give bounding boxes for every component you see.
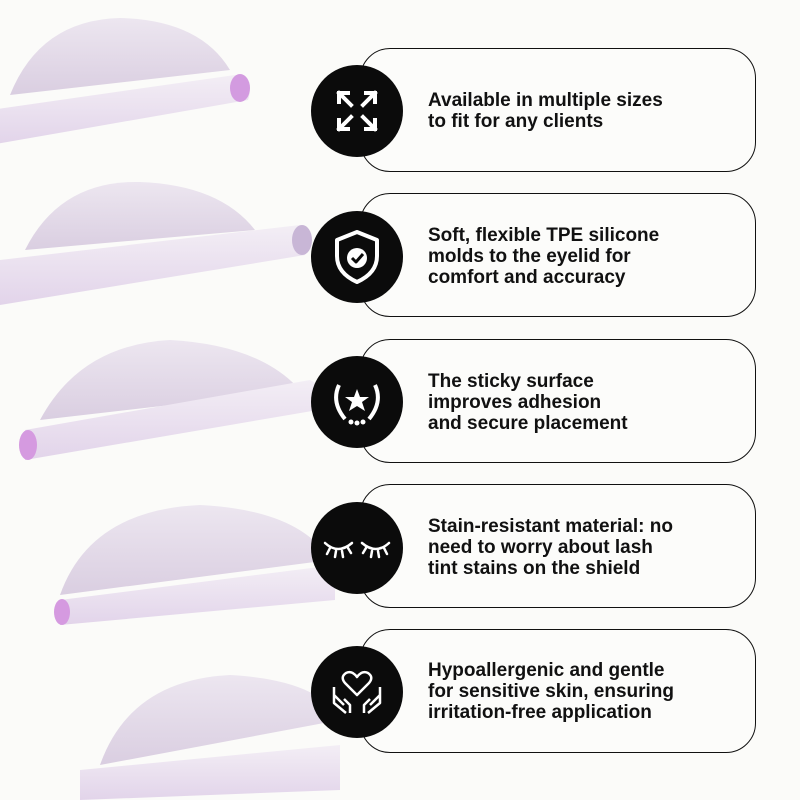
feature-line: and secure placement (428, 413, 628, 434)
expand-arrows-icon (311, 65, 403, 157)
feature-text-flexible: Soft, flexible TPE silicone molds to the… (428, 225, 748, 288)
feature-card-flexible (360, 193, 756, 317)
feature-text-sticky: The sticky surface improves adhesion and… (428, 371, 748, 434)
feature-text-hypoallergenic: Hypoallergenic and gentle for sensitive … (428, 660, 748, 723)
feature-line: The sticky surface (428, 371, 594, 392)
feature-line: need to worry about lash (428, 537, 653, 558)
shield-check-icon (311, 211, 403, 303)
lash-pad-4 (54, 505, 335, 625)
feature-line: Available in multiple sizes (428, 90, 663, 111)
lash-pad-1 (0, 18, 250, 144)
feature-line: to fit for any clients (428, 111, 604, 132)
feature-line: Hypoallergenic and gentle (428, 660, 665, 681)
feature-text-stain-resistant: Stain-resistant material: no need to wor… (428, 516, 748, 579)
lash-shield-pads-image (0, 18, 340, 800)
feature-card-stain-resistant (360, 484, 756, 608)
feature-line: irritation-free application (428, 702, 652, 723)
feature-line: tint stains on the shield (428, 558, 641, 579)
feature-line: Stain-resistant material: no (428, 516, 673, 537)
feature-line: molds to the eyelid for (428, 246, 631, 267)
feature-card-hypoallergenic (360, 629, 756, 753)
feature-line: improves adhesion (428, 392, 602, 413)
feature-line: comfort and accuracy (428, 267, 626, 288)
feature-card-sticky (360, 339, 756, 463)
feature-text-sizes: Available in multiple sizes to fit for a… (428, 90, 748, 132)
laurel-star-icon (311, 356, 403, 448)
feature-line: Soft, flexible TPE silicone (428, 225, 660, 246)
heart-hands-icon (311, 646, 403, 738)
closed-eyes-lashes-icon (311, 502, 403, 594)
feature-card-sizes (360, 48, 756, 172)
lash-pad-3 (19, 340, 323, 460)
lash-pad-2 (0, 181, 312, 305)
feature-line: for sensitive skin, ensuring (428, 681, 675, 702)
lash-pad-5 (80, 675, 340, 800)
